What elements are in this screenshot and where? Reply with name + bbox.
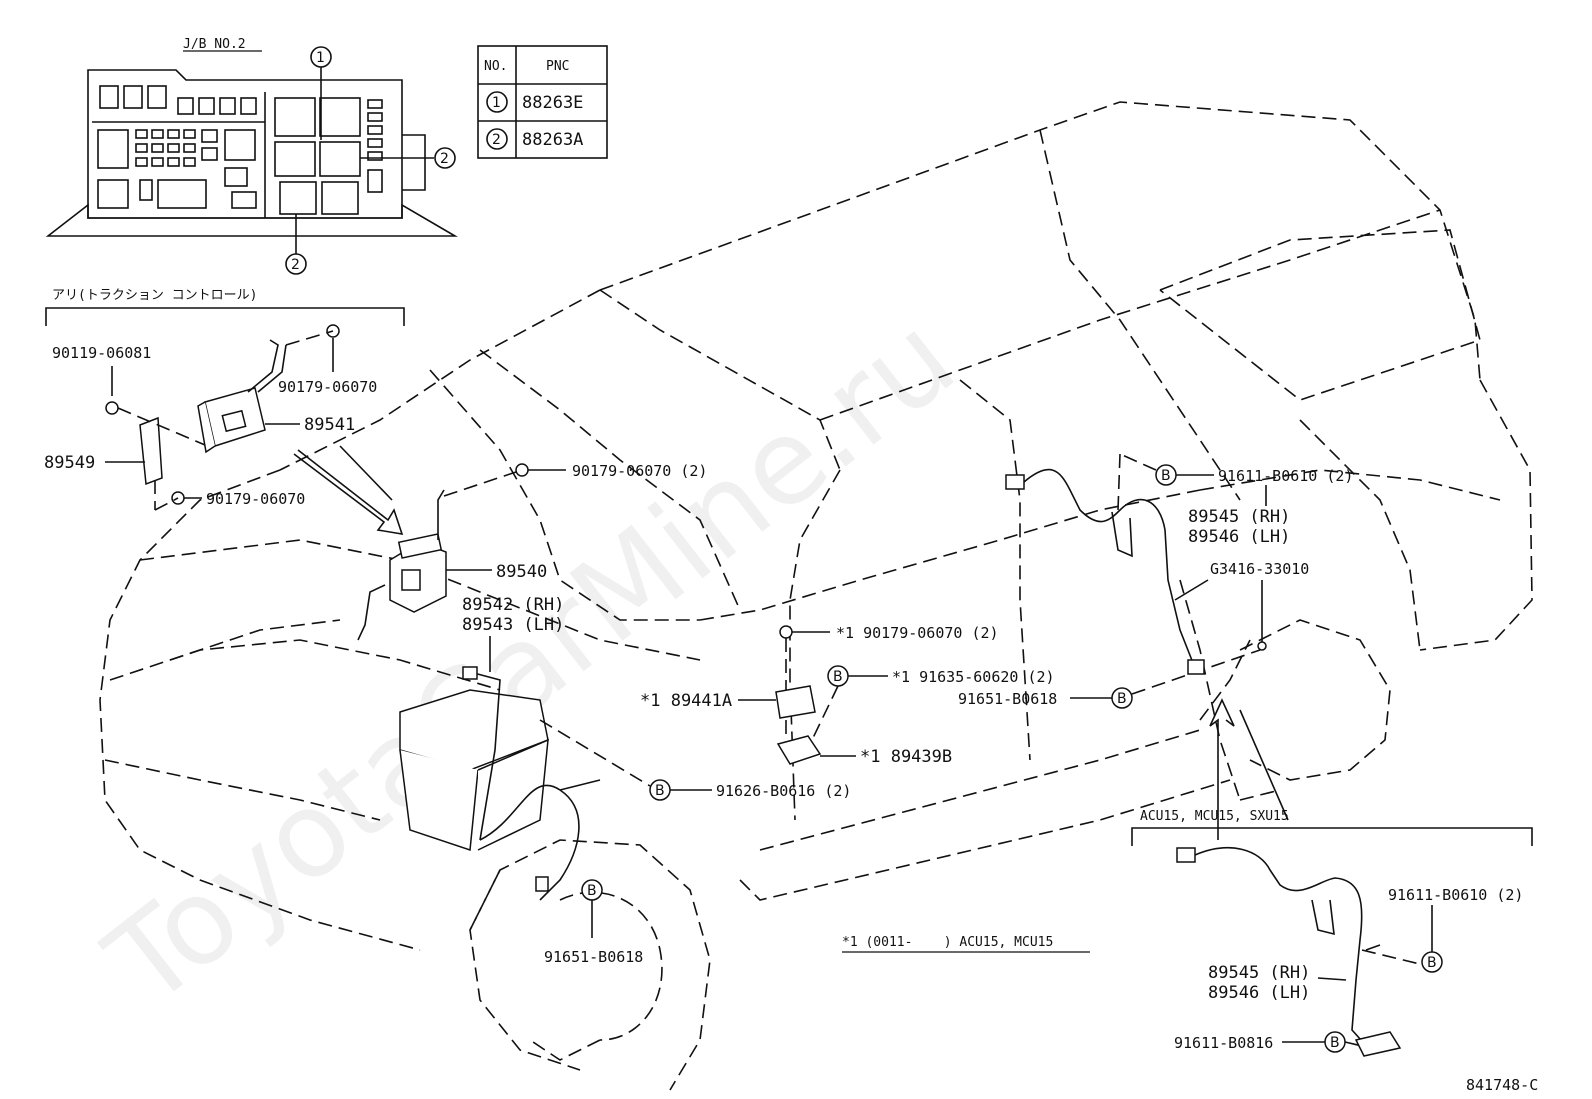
label-90179-06070-bottom: 90179-06070 [206, 490, 305, 508]
pnc-row-2-no: 2 [492, 132, 501, 148]
label-inset-89545-rh: 89545 (RH) [1208, 963, 1310, 983]
label-inset-91611-b0816: 91611-B0816 [1174, 1034, 1273, 1052]
b-mark-inset-816: B [1330, 1035, 1340, 1051]
label-91651-b0618-front: 91651-B0618 [544, 948, 643, 966]
jb-callout-2-right: 2 [440, 151, 449, 167]
footnote: *1 (0011- ) ACU15, MCU15 [842, 935, 1053, 950]
vehicle-outline [99, 101, 1533, 1091]
label-g3416-33010: G3416-33010 [1210, 560, 1309, 578]
label-90179-06070-top: 90179-06070 [278, 378, 377, 396]
label-89542-rh: 89542 (RH) [462, 595, 564, 615]
label-91626-b0616-2: 91626-B0616 (2) [716, 782, 851, 800]
junction-box-diagram: J/B NO.2 [45, 37, 458, 275]
b-mark-rear: B [1161, 468, 1171, 484]
b-mark-91635: B [833, 669, 843, 685]
pnc-row-1-no: 1 [492, 95, 501, 111]
label-90179-06070-2-main: 90179-06070 (2) [572, 462, 707, 480]
label-star-89439b: *1 89439B [860, 747, 952, 767]
pnc-row-1-pnc: 88263E [522, 93, 583, 113]
diagram-code: 841748-C [1466, 1076, 1538, 1094]
label-star-91635-60620-2: *1 91635-60620 (2) [892, 668, 1055, 686]
inset-acu15-group: ACU15, MCU15, SXU15 B 91611-B0610 (2) 89… [1131, 809, 1533, 1057]
label-89545-rh: 89545 (RH) [1188, 507, 1290, 527]
label-89549: 89549 [44, 453, 95, 473]
label-star-89441a: *1 89441A [640, 691, 732, 711]
pnc-col-no: NO. [484, 59, 507, 74]
b-mark-front: B [587, 883, 597, 899]
main-components: 90179-06070 (2) 89540 89542 (RH) 89543 (… [357, 453, 1353, 966]
jb-callout-1: 1 [316, 50, 325, 66]
label-inset-91611-b0610-2: 91611-B0610 (2) [1388, 886, 1523, 904]
pnc-row-2-pnc: 88263A [522, 130, 583, 150]
jb-callout-2-bottom: 2 [291, 257, 300, 273]
label-91651-b0618-mid: 91651-B0618 [958, 690, 1057, 708]
label-89546-lh: 89546 (LH) [1188, 527, 1290, 547]
label-inset-89546-lh: 89546 (LH) [1208, 983, 1310, 1003]
pnc-col-pnc: PNC [546, 59, 569, 74]
b-mark-mid: B [1117, 691, 1127, 707]
label-89541: 89541 [304, 415, 355, 435]
jb-title: J/B NO.2 [183, 37, 246, 52]
b-mark-91626: B [655, 783, 665, 799]
label-89543-lh: 89543 (LH) [462, 615, 564, 635]
traction-control-group: アリ(トラクション コントロール) 90119-06081 90179-0607… [44, 288, 405, 536]
label-91611-b0610-2-rear: 91611-B0610 (2) [1218, 467, 1353, 485]
label-89540: 89540 [496, 562, 547, 582]
pnc-table: NO. PNC 1 88263E 2 88263A [477, 45, 608, 159]
label-90119-06081: 90119-06081 [52, 344, 151, 362]
traction-heading: アリ(トラクション コントロール) [52, 288, 257, 303]
inset-heading: ACU15, MCU15, SXU15 [1140, 809, 1289, 824]
b-mark-inset-610: B [1427, 955, 1437, 971]
label-star-90179-06070-2: *1 90179-06070 (2) [836, 624, 999, 642]
